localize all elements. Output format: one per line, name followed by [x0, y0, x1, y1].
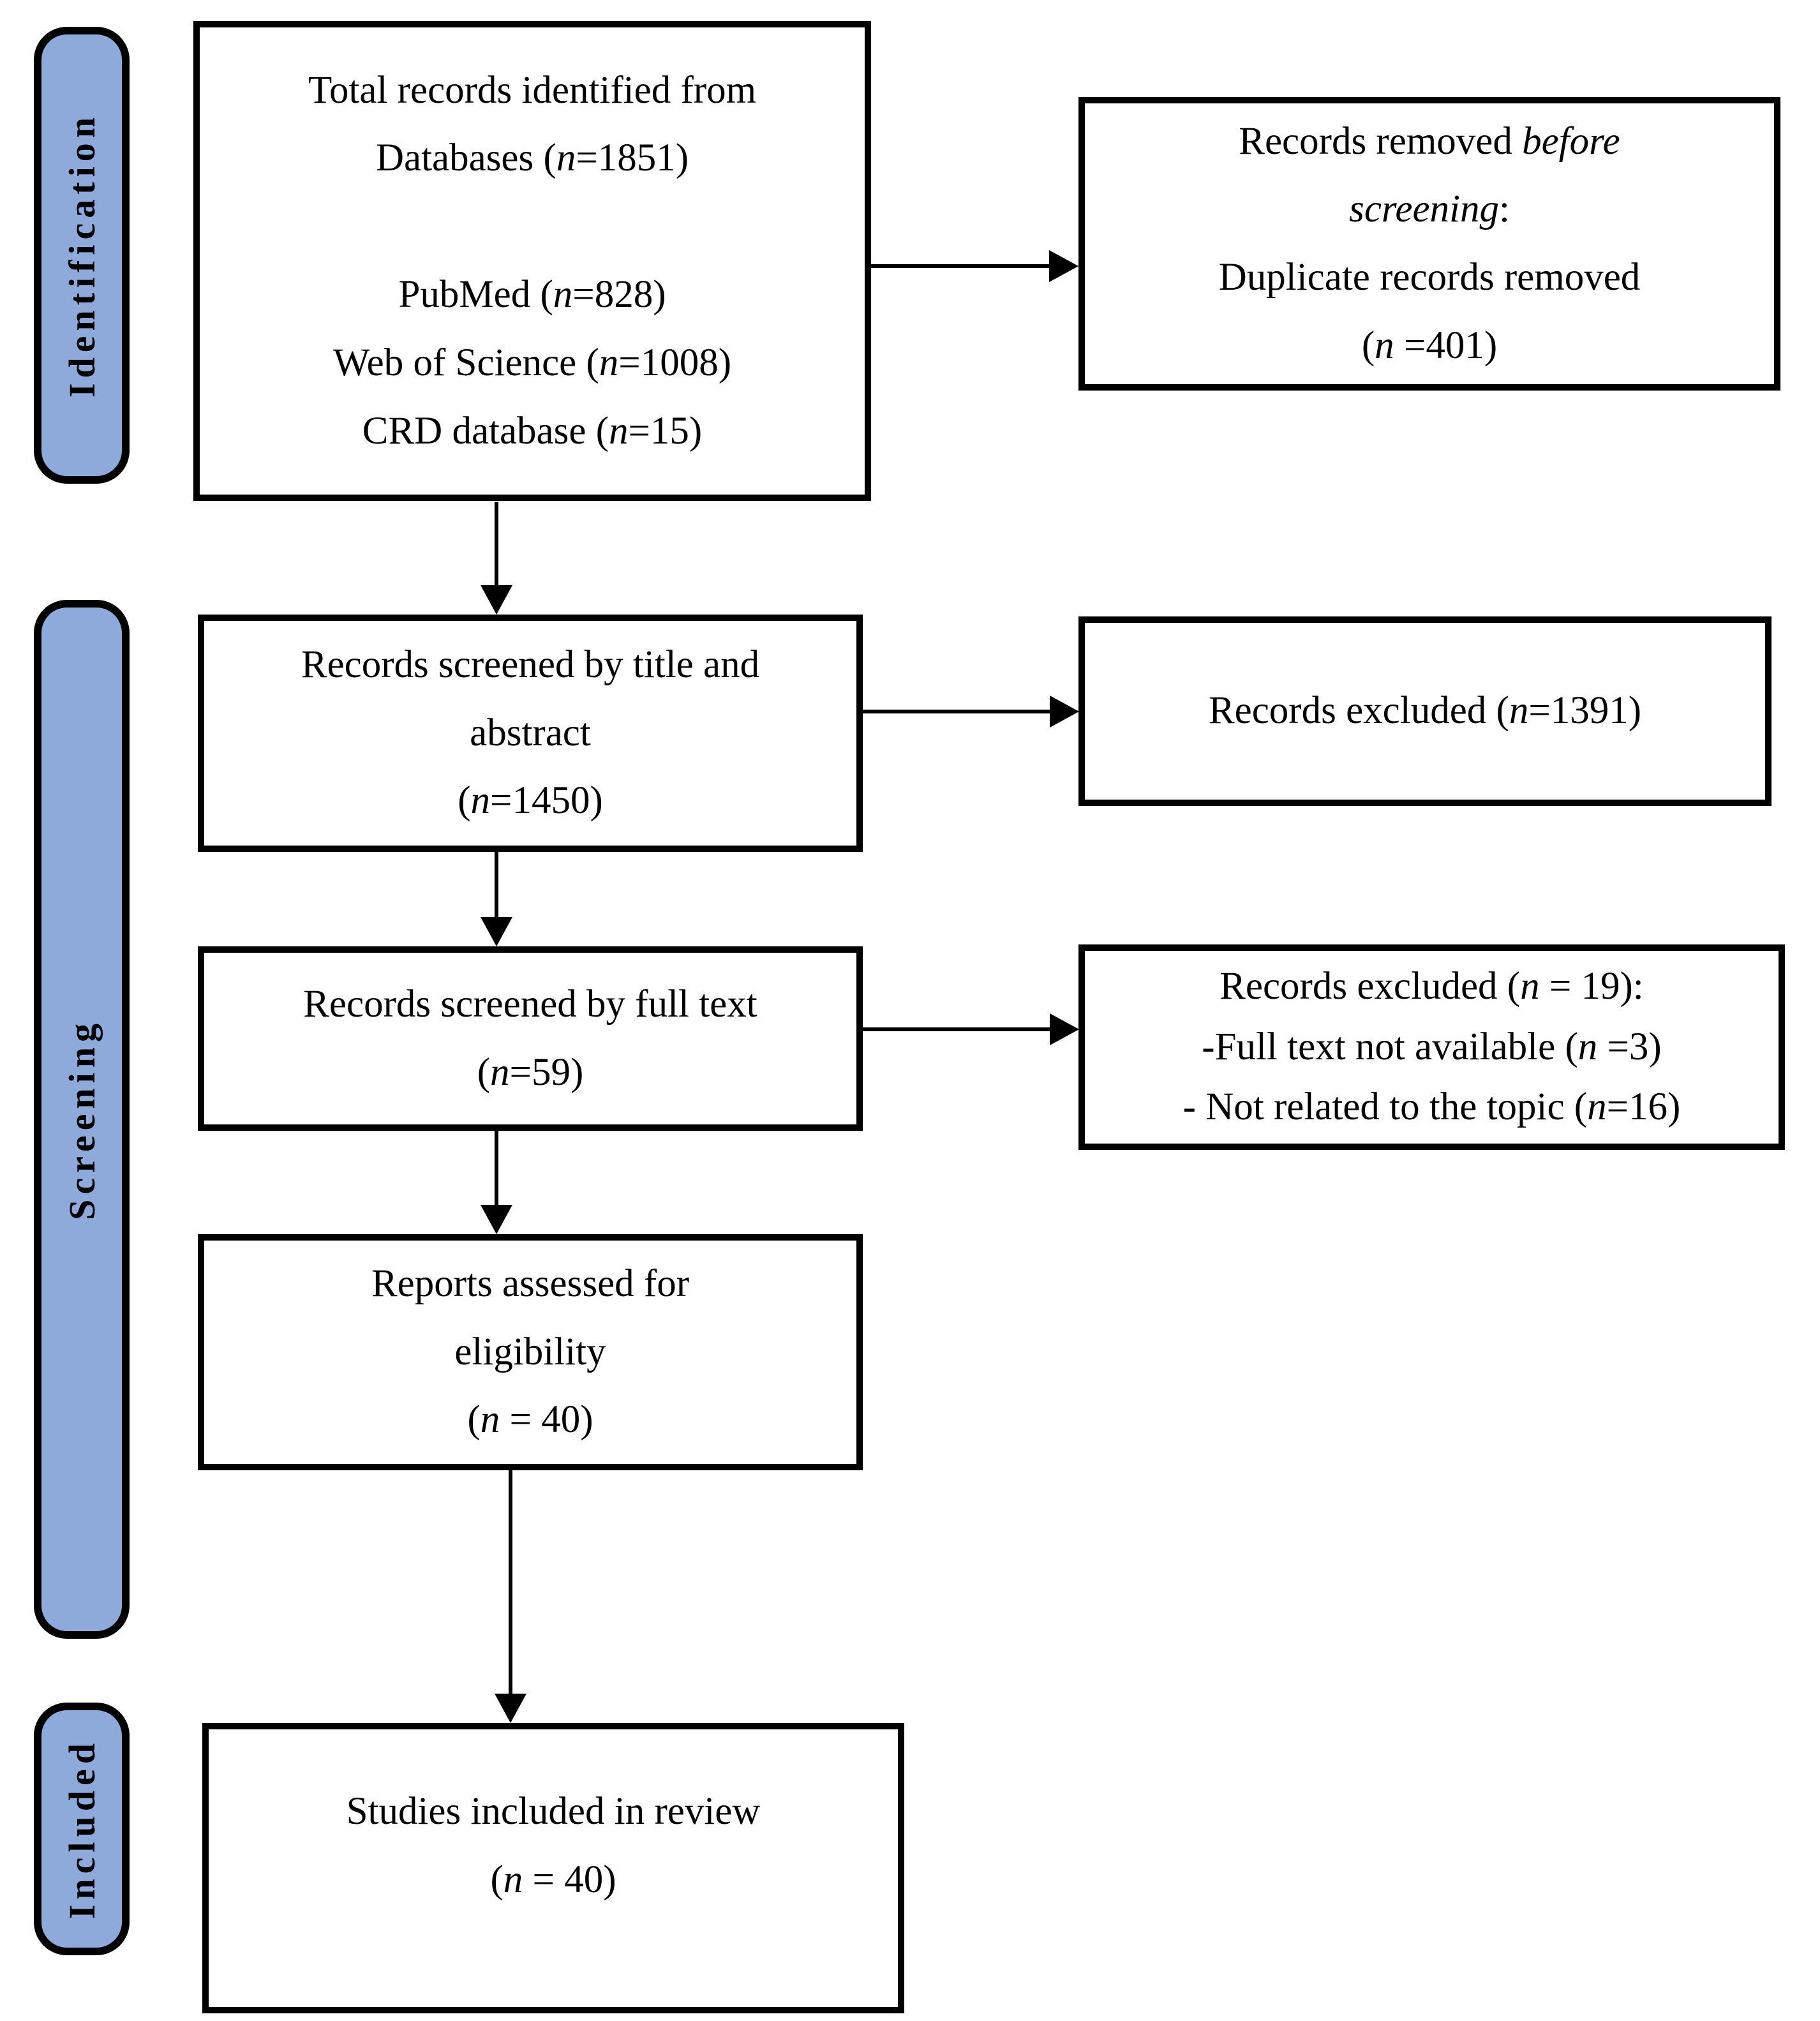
- stage-label-included: Included: [61, 1738, 103, 1920]
- stage-tab-identification: Identification: [34, 27, 130, 484]
- text-line: (n=59): [477, 1050, 584, 1094]
- box-records-excluded-title-abstract: Records excluded (n=1391): [1078, 616, 1772, 806]
- text-line: Records excluded (n = 19):: [1220, 965, 1644, 1008]
- italic-n: n: [556, 137, 576, 180]
- text-line: Total records identified from: [308, 68, 757, 112]
- italic-n: n: [1375, 324, 1394, 367]
- italic-n: n: [1520, 965, 1540, 1008]
- italic-n: n: [553, 273, 573, 317]
- text-line: Records screened by title and: [301, 643, 760, 686]
- italic-n: n: [490, 1050, 510, 1094]
- italic-n: n: [1587, 1085, 1607, 1129]
- text-line: Reports assessed for: [371, 1262, 690, 1305]
- text-line: Records excluded (n=1391): [1208, 689, 1642, 733]
- text-line: (n=1450): [458, 779, 603, 823]
- text-line: Records screened by full text: [303, 982, 757, 1025]
- text-line: Duplicate records removed: [1218, 256, 1641, 299]
- text-line: Databases (n=1851): [375, 137, 689, 180]
- text-line: -Full text not available (n =3): [1202, 1025, 1662, 1068]
- arrow-screened-title-to-excluded-icon: [863, 710, 1050, 713]
- text-line: PubMed (n=828): [398, 273, 666, 317]
- box-records-screened-title-abstract: Records screened by title and abstract (…: [198, 615, 863, 852]
- text-line: screening:: [1349, 188, 1510, 231]
- text-line: (n = 40): [467, 1398, 593, 1442]
- text-line: - Not related to the topic (n=16): [1182, 1085, 1681, 1129]
- italic-n: n: [1509, 689, 1529, 733]
- arrow-assessed-to-included-icon: [509, 1470, 512, 1694]
- text-line: CRD database (n=15): [362, 409, 703, 452]
- arrow-identified-to-removed-icon: [871, 264, 1050, 268]
- text-line: Studies included in review: [346, 1789, 761, 1833]
- box-studies-included: Studies included in review (n = 40): [202, 1723, 904, 2013]
- italic-screening: screening: [1349, 188, 1499, 231]
- italic-n: n: [480, 1398, 500, 1442]
- italic-before: before: [1522, 119, 1620, 163]
- box-records-screened-full-text: Records screened by full text (n=59): [198, 946, 863, 1131]
- text-line: Web of Science (n=1008): [332, 341, 732, 384]
- text-line: Records removed before: [1239, 119, 1620, 163]
- text-line: (n = 40): [490, 1858, 616, 1901]
- italic-n: n: [599, 341, 619, 384]
- text-line: eligibility: [454, 1330, 606, 1373]
- italic-n: n: [1578, 1025, 1598, 1068]
- arrow-screened-title-to-fulltext-icon: [495, 852, 498, 918]
- box-records-excluded-full-text: Records excluded (n = 19): -Full text no…: [1078, 944, 1785, 1150]
- stage-tab-included: Included: [34, 1703, 130, 1955]
- stage-tab-screening: Screening: [34, 600, 130, 1639]
- arrow-fulltext-to-assessed-icon: [495, 1131, 498, 1205]
- italic-n: n: [470, 779, 491, 823]
- stage-label-identification: Identification: [61, 112, 103, 398]
- italic-n: n: [503, 1858, 523, 1901]
- box-records-identified: Total records identified from Databases …: [193, 21, 871, 501]
- arrow-identified-to-screened-icon: [495, 502, 498, 586]
- arrow-fulltext-to-excluded-icon: [863, 1027, 1050, 1031]
- text-line: (n =401): [1361, 324, 1498, 367]
- box-records-removed-before-screening: Records removed before screening: Duplic…: [1078, 97, 1780, 391]
- italic-n: n: [609, 409, 629, 452]
- box-reports-assessed-eligibility: Reports assessed for eligibility (n = 40…: [198, 1234, 863, 1470]
- stage-label-screening: Screening: [61, 1018, 103, 1220]
- text-line: abstract: [470, 711, 591, 754]
